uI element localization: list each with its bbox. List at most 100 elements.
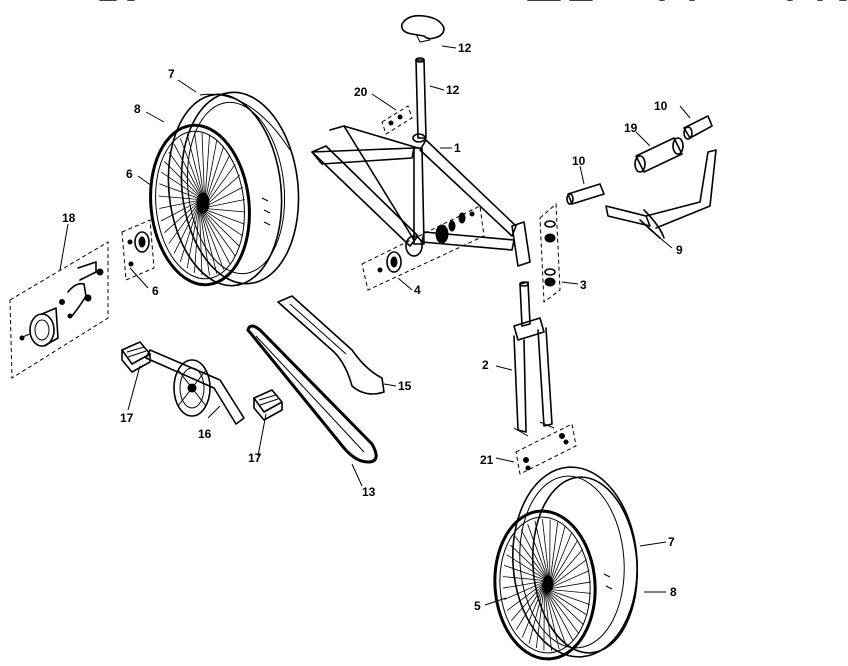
front-tube bbox=[531, 476, 639, 654]
wheel-spoke bbox=[168, 151, 203, 200]
callout-17-right-pedal: 17 bbox=[248, 451, 262, 465]
wheel-spoke bbox=[164, 161, 203, 200]
front-wheel bbox=[493, 509, 597, 661]
callout-12-seat-post: 12 bbox=[446, 83, 460, 97]
callout-8-front-tube: 8 bbox=[670, 585, 677, 599]
wheel-spoke bbox=[204, 139, 218, 204]
wheel-spoke bbox=[198, 206, 203, 276]
callout-10-left-grip: 10 bbox=[572, 154, 586, 168]
wheel-spoke bbox=[159, 183, 202, 200]
wheel-spoke bbox=[186, 204, 200, 269]
wheel-spoke bbox=[544, 588, 553, 651]
rear-sprocket-parts bbox=[121, 219, 155, 281]
pedal-right bbox=[253, 389, 283, 421]
rear-tube bbox=[167, 93, 283, 287]
callout-17-left-pedal: 17 bbox=[120, 411, 134, 425]
callout-6-sprocket: 6 bbox=[152, 284, 159, 298]
wheel-spoke bbox=[541, 519, 550, 582]
wheel-spoke bbox=[200, 208, 231, 264]
wheel-spoke bbox=[179, 138, 204, 200]
wheel-spoke bbox=[515, 583, 545, 630]
leader-lines bbox=[59, 45, 691, 606]
wheel-spoke bbox=[179, 203, 200, 262]
wheel-spoke bbox=[502, 576, 546, 582]
wheel-spoke bbox=[545, 589, 574, 641]
callout-3: 3 bbox=[580, 278, 587, 292]
wheel-spoke bbox=[549, 549, 584, 588]
grip-left bbox=[566, 183, 605, 205]
wheel-spoke bbox=[161, 200, 200, 222]
wheel-spoke bbox=[159, 199, 201, 209]
wheel-spoke bbox=[201, 132, 206, 202]
wheel-spoke bbox=[173, 144, 204, 200]
wheel-spoke bbox=[544, 588, 560, 650]
wheel-spoke bbox=[547, 589, 590, 606]
callout-5: 5 bbox=[474, 599, 481, 613]
wheel-spoke bbox=[549, 532, 573, 586]
wheel-spoke bbox=[549, 570, 590, 589]
wheel-spoke bbox=[535, 586, 545, 648]
callout-21: 21 bbox=[480, 453, 494, 467]
wheel-spoke bbox=[199, 207, 218, 274]
wheel-spoke bbox=[204, 154, 231, 206]
rear-wheel bbox=[149, 123, 251, 287]
chain bbox=[246, 324, 378, 464]
wheel-spoke bbox=[549, 559, 587, 588]
wheel-spoke bbox=[549, 526, 566, 585]
callout-18: 18 bbox=[62, 211, 76, 225]
wheel-spoke bbox=[510, 544, 548, 581]
wheel-spoke bbox=[204, 135, 210, 203]
seat-clamp-parts bbox=[381, 105, 413, 135]
grip-right bbox=[683, 115, 713, 140]
wheel-spoke bbox=[504, 581, 545, 600]
callout-labels: 1 2 3 4 5 6 6 7 7 8 8 9 10 10 12 12 13 1… bbox=[62, 41, 683, 613]
wheel-spoke bbox=[520, 529, 549, 581]
callout-19: 19 bbox=[624, 121, 638, 135]
callout-1: 1 bbox=[454, 141, 461, 155]
callout-2: 2 bbox=[482, 358, 489, 372]
wheel-spoke bbox=[202, 208, 245, 225]
wheel-spoke bbox=[546, 589, 584, 626]
rear-tire bbox=[180, 91, 300, 285]
chain-guard bbox=[277, 295, 385, 395]
wheel-spoke bbox=[548, 588, 592, 594]
callout-13: 13 bbox=[362, 485, 376, 499]
wheel-spoke bbox=[194, 132, 205, 201]
wheel-spoke bbox=[546, 589, 580, 634]
pedal-left bbox=[121, 341, 151, 373]
headset-parts bbox=[539, 202, 561, 303]
callout-8-rear-tube: 8 bbox=[134, 102, 141, 116]
callout-6-rear-wheel: 6 bbox=[126, 167, 133, 181]
callout-7-rear-tire: 7 bbox=[168, 67, 175, 81]
wheel-spoke bbox=[527, 524, 549, 581]
wheel-spoke bbox=[204, 186, 243, 208]
wheel-spoke bbox=[194, 205, 200, 273]
wheel-spoke bbox=[164, 201, 200, 234]
callout-12-seat: 12 bbox=[458, 41, 472, 55]
wheel-spoke bbox=[168, 201, 200, 244]
wheel-spoke bbox=[528, 585, 545, 644]
wheel-spoke bbox=[204, 174, 240, 207]
wheel-spoke bbox=[202, 208, 244, 237]
callout-4: 4 bbox=[414, 283, 421, 297]
bottom-bracket-parts bbox=[361, 205, 485, 291]
wheel-spoke bbox=[200, 208, 225, 270]
wheel-spoke bbox=[201, 208, 240, 247]
callout-15: 15 bbox=[398, 379, 412, 393]
wheel-spoke bbox=[504, 564, 547, 581]
wheel-spoke bbox=[514, 536, 548, 581]
handlebar-pad bbox=[634, 137, 684, 173]
crank-and-sprocket bbox=[145, 349, 245, 425]
frame bbox=[311, 57, 531, 267]
wheel-spoke bbox=[547, 589, 588, 616]
wheel-spoke bbox=[503, 580, 546, 589]
wheel-spoke bbox=[507, 582, 545, 611]
wheel-spoke bbox=[506, 554, 547, 581]
wheel-spoke bbox=[203, 199, 245, 209]
wheel-spoke bbox=[521, 584, 545, 638]
wheel-spoke bbox=[203, 207, 246, 213]
wheel-spoke bbox=[204, 164, 236, 207]
wheel-spoke bbox=[201, 208, 236, 257]
callout-10-right-grip: 10 bbox=[654, 99, 668, 113]
